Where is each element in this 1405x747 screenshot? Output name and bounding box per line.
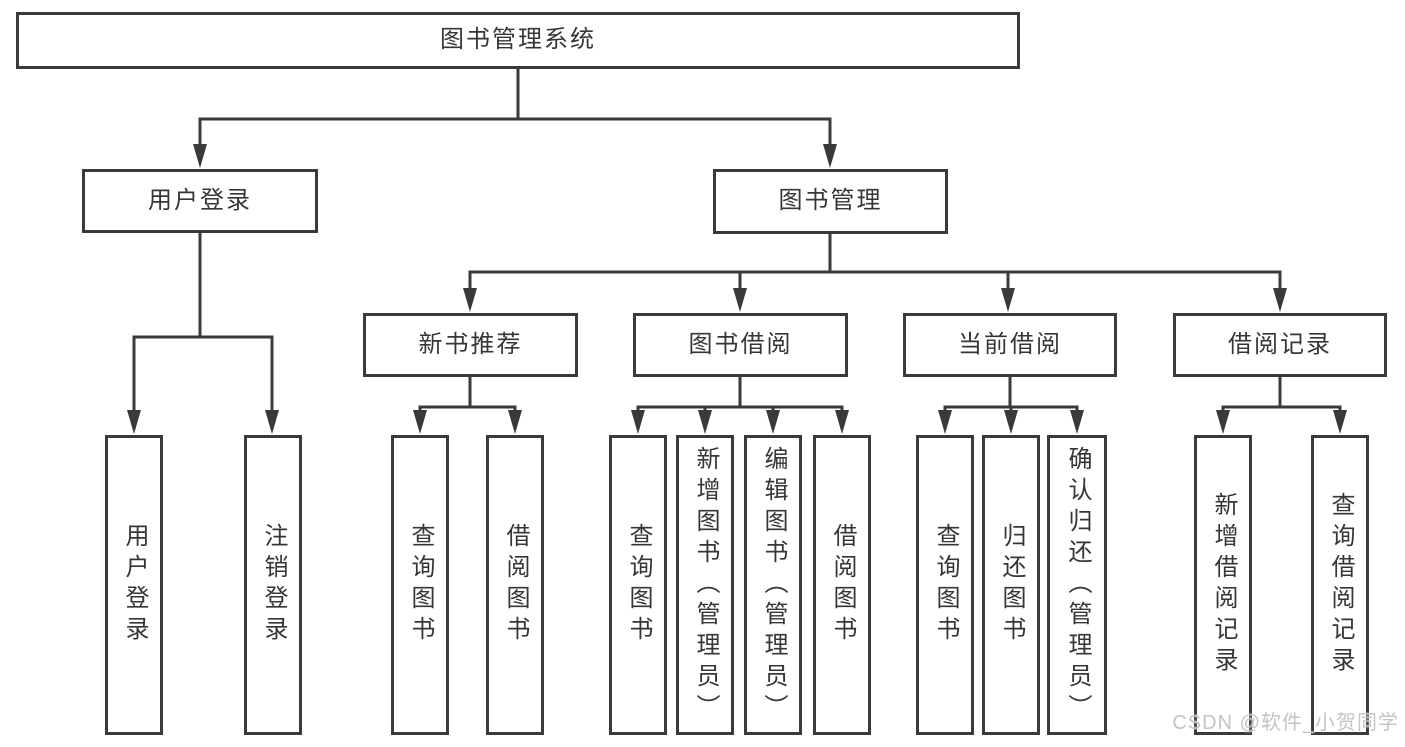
- node-leaf-logout: 注销登录: [244, 435, 302, 735]
- node-current-borrowing: 当前借阅: [903, 313, 1117, 377]
- node-leaf-add-book-admin-label: 新增图书（管理员）: [692, 445, 719, 725]
- edges-current-borrowing: [938, 377, 1084, 434]
- node-book-borrowing: 图书借阅: [633, 313, 848, 377]
- node-leaf-add-book-admin: 新增图书（管理员）: [676, 435, 734, 735]
- node-leaf-query-books-3-label: 查询图书: [932, 523, 959, 647]
- edges-book-borrowing: [631, 377, 849, 434]
- node-new-book-recommend: 新书推荐: [363, 313, 578, 377]
- watermark: CSDN @软件_小贺同学: [1172, 712, 1399, 734]
- node-current-borrowing-label: 当前借阅: [958, 330, 1062, 358]
- node-borrow-records: 借阅记录: [1173, 313, 1387, 377]
- node-user-login: 用户登录: [82, 169, 318, 233]
- edges-root: [193, 69, 837, 168]
- node-leaf-confirm-return-admin: 确认归还（管理员）: [1047, 435, 1107, 735]
- node-new-book-recommend-label: 新书推荐: [418, 330, 523, 358]
- node-leaf-return-books-label: 归还图书: [998, 523, 1025, 647]
- edges-borrow-records: [1216, 377, 1347, 434]
- node-leaf-logout-label: 注销登录: [260, 523, 287, 647]
- node-book-management: 图书管理: [713, 169, 948, 234]
- edges-user-login: [127, 233, 279, 434]
- node-book-borrowing-label: 图书借阅: [688, 330, 793, 358]
- node-leaf-query-books: 查询图书: [391, 435, 449, 735]
- node-leaf-add-borrow-record-label: 新增借阅记录: [1210, 492, 1237, 678]
- node-leaf-query-borrow-record-label: 查询借阅记录: [1327, 492, 1354, 678]
- node-user-login-label: 用户登录: [148, 186, 252, 214]
- node-leaf-add-borrow-record: 新增借阅记录: [1194, 435, 1252, 735]
- node-leaf-query-books-3: 查询图书: [916, 435, 974, 735]
- node-leaf-query-books-label: 查询图书: [407, 523, 434, 647]
- node-leaf-borrow-books-2-label: 借阅图书: [829, 523, 856, 647]
- node-leaf-borrow-books-2: 借阅图书: [813, 435, 871, 735]
- node-library-system: 图书管理系统: [16, 12, 1020, 69]
- edges-book-management: [463, 234, 1287, 312]
- node-leaf-borrow-books-label: 借阅图书: [502, 523, 529, 647]
- node-library-system-label: 图书管理系统: [440, 26, 596, 54]
- node-leaf-query-books-2-label: 查询图书: [625, 523, 652, 647]
- node-borrow-records-label: 借阅记录: [1228, 330, 1332, 358]
- node-leaf-confirm-return-admin-label: 确认归还（管理员）: [1064, 445, 1091, 725]
- node-leaf-user-login-label: 用户登录: [121, 523, 148, 647]
- node-leaf-edit-book-admin-label: 编辑图书（管理员）: [760, 445, 787, 725]
- node-leaf-borrow-books: 借阅图书: [486, 435, 544, 735]
- node-leaf-edit-book-admin: 编辑图书（管理员）: [744, 435, 802, 735]
- node-book-management-label: 图书管理: [778, 187, 883, 215]
- node-leaf-query-borrow-record: 查询借阅记录: [1311, 435, 1369, 735]
- edges-new-book-recommend: [413, 377, 522, 434]
- node-leaf-user-login: 用户登录: [105, 435, 163, 735]
- node-leaf-query-books-2: 查询图书: [609, 435, 667, 735]
- node-leaf-return-books: 归还图书: [982, 435, 1040, 735]
